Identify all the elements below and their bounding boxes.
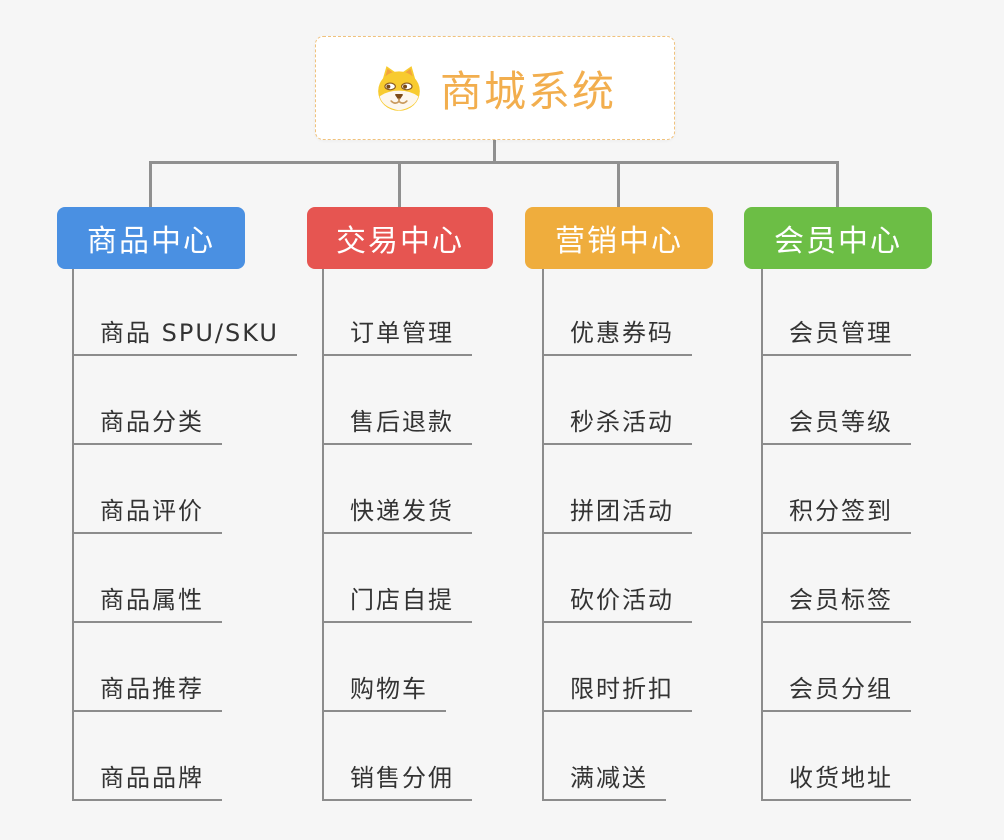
leaf-item[interactable]: 商品推荐 — [73, 675, 222, 712]
leaf-item[interactable]: 商品分类 — [73, 408, 222, 445]
leaf-item[interactable]: 满减送 — [543, 764, 666, 801]
branch-label: 交易中心 — [336, 224, 464, 259]
leaf-item[interactable]: 会员管理 — [762, 319, 911, 356]
branch-drop-line — [836, 161, 839, 207]
leaf-item[interactable]: 会员标签 — [762, 586, 911, 623]
leaf-item[interactable]: 会员分组 — [762, 675, 911, 712]
leaf-item[interactable]: 会员等级 — [762, 408, 911, 445]
leaf-item[interactable]: 收货地址 — [762, 764, 911, 801]
leaf-item[interactable]: 门店自提 — [323, 586, 472, 623]
root-title: 商城系统 — [439, 66, 616, 116]
root-stem-line — [493, 140, 496, 164]
leaf-item[interactable]: 商品评价 — [73, 497, 222, 534]
leaf-item[interactable]: 商品属性 — [73, 586, 222, 623]
root-node[interactable]: 商城系统 — [315, 36, 675, 140]
leaf-item[interactable]: 售后退款 — [323, 408, 472, 445]
leaf-item[interactable]: 积分签到 — [762, 497, 911, 534]
leaf-item[interactable]: 购物车 — [323, 675, 446, 712]
branch-label: 商品中心 — [87, 224, 215, 259]
leaf-item[interactable]: 限时折扣 — [543, 675, 692, 712]
branch-drop-line — [149, 161, 152, 207]
branch-trunk-line — [322, 269, 324, 801]
branch-label: 营销中心 — [555, 224, 683, 259]
branch-drop-line — [617, 161, 620, 207]
leaf-item[interactable]: 秒杀活动 — [543, 408, 692, 445]
branch-box-marketing-center[interactable]: 营销中心 — [525, 207, 713, 269]
leaf-item[interactable]: 销售分佣 — [323, 764, 472, 801]
branch-drop-line — [398, 161, 401, 207]
branch-trunk-line — [761, 269, 763, 801]
branch-label: 会员中心 — [774, 224, 902, 259]
branch-trunk-line — [542, 269, 544, 801]
dog-face-icon — [374, 64, 424, 112]
leaf-item[interactable]: 拼团活动 — [543, 497, 692, 534]
branch-box-product-center[interactable]: 商品中心 — [57, 207, 245, 269]
branch-trunk-line — [72, 269, 74, 801]
leaf-item[interactable]: 快递发货 — [323, 497, 472, 534]
leaf-item[interactable]: 砍价活动 — [543, 586, 692, 623]
leaf-item[interactable]: 商品 SPU/SKU — [73, 319, 297, 356]
leaf-item[interactable]: 订单管理 — [323, 319, 472, 356]
leaf-item[interactable]: 优惠券码 — [543, 319, 692, 356]
leaf-item[interactable]: 商品品牌 — [73, 764, 222, 801]
branch-box-trade-center[interactable]: 交易中心 — [307, 207, 493, 269]
branch-box-member-center[interactable]: 会员中心 — [744, 207, 932, 269]
horizontal-connector-line — [150, 161, 838, 164]
